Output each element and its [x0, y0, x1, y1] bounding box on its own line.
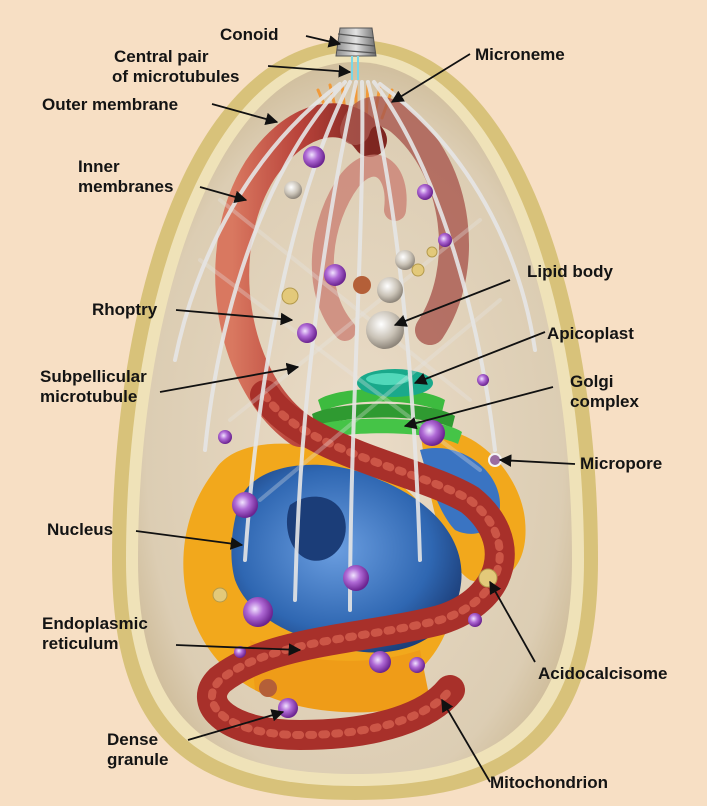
label-lipid-body: Lipid body: [527, 262, 613, 282]
label-microneme: Microneme: [475, 45, 565, 65]
label-rhoptry: Rhoptry: [92, 300, 157, 320]
label-er: Endoplasmic reticulum: [42, 614, 148, 654]
label-mitochondrion: Mitochondrion: [490, 773, 608, 793]
label-conoid: Conoid: [220, 25, 279, 45]
label-micropore: Micropore: [580, 454, 662, 474]
label-apicoplast: Apicoplast: [547, 324, 634, 344]
label-inner-membranes: Inner membranes: [78, 157, 173, 197]
label-central-pair-line1: Central pair: [112, 47, 240, 67]
label-acidocalcisome: Acidocalcisome: [538, 664, 667, 684]
label-central-pair-line2: of microtubules: [112, 67, 240, 87]
label-micropore-text: Micropore: [580, 454, 662, 474]
label-nucleus: Nucleus: [47, 520, 113, 540]
label-dense-granule-line2: granule: [107, 750, 168, 770]
label-subpellicular-line2: microtubule: [40, 387, 147, 407]
label-central-pair: Central pair of microtubules: [112, 47, 240, 87]
label-inner-membranes-line2: membranes: [78, 177, 173, 197]
micropore-shape: [489, 454, 501, 466]
label-conoid-text: Conoid: [220, 25, 279, 45]
label-outer-membrane-text: Outer membrane: [42, 95, 178, 115]
label-er-line2: reticulum: [42, 634, 148, 654]
label-dense-granule: Dense granule: [107, 730, 168, 770]
label-apicoplast-text: Apicoplast: [547, 324, 634, 344]
label-rhoptry-text: Rhoptry: [92, 300, 157, 320]
label-golgi-line2: complex: [570, 392, 639, 412]
label-mitochondrion-text: Mitochondrion: [490, 773, 608, 793]
label-er-line1: Endoplasmic: [42, 614, 148, 634]
label-acidocalcisome-text: Acidocalcisome: [538, 664, 667, 684]
label-golgi: Golgi complex: [570, 372, 639, 412]
label-nucleus-text: Nucleus: [47, 520, 113, 540]
label-dense-granule-line1: Dense: [107, 730, 168, 750]
label-subpellicular: Subpellicular microtubule: [40, 367, 147, 407]
apicoplast-shape: [357, 369, 433, 397]
label-inner-membranes-line1: Inner: [78, 157, 173, 177]
label-golgi-line1: Golgi: [570, 372, 639, 392]
label-microneme-text: Microneme: [475, 45, 565, 65]
label-outer-membrane: Outer membrane: [42, 95, 178, 115]
label-subpellicular-line1: Subpellicular: [40, 367, 147, 387]
leader-conoid: [306, 36, 340, 44]
label-lipid-body-text: Lipid body: [527, 262, 613, 282]
